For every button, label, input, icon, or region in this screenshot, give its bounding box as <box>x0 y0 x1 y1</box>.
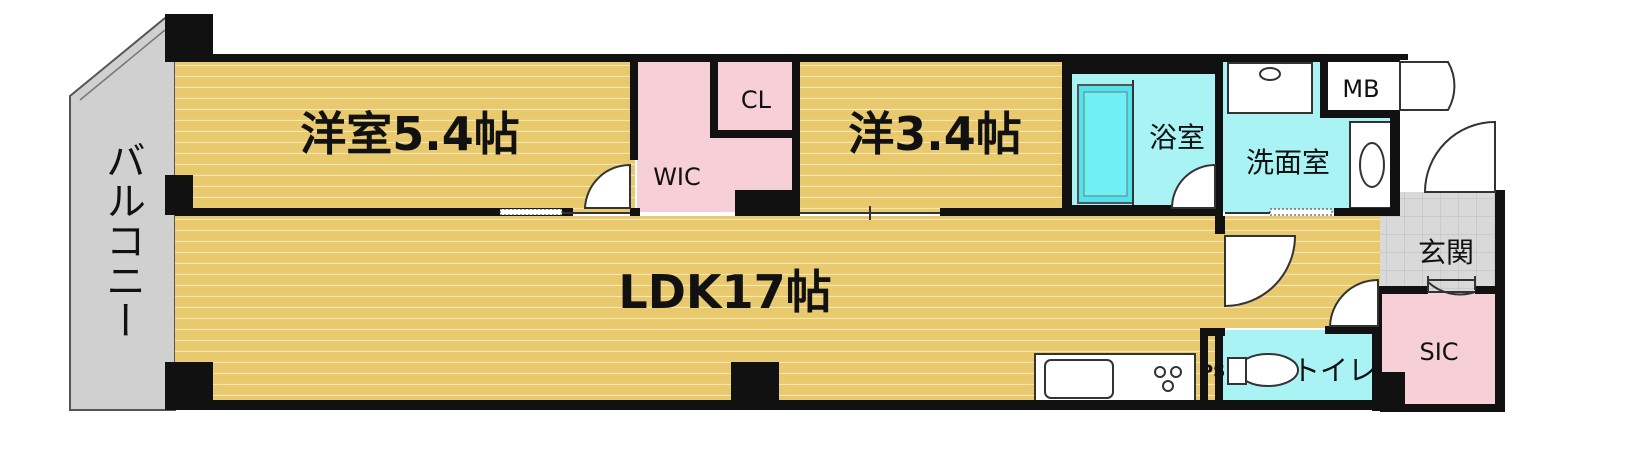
room-label-sic: SIC <box>1419 338 1458 366</box>
room-label-mb: MB <box>1342 75 1379 103</box>
walls <box>165 14 1505 412</box>
bedroom1-floor <box>175 60 635 212</box>
vanity <box>1349 121 1393 209</box>
room-label-bedroom1: 洋室5.4帖 <box>300 107 520 161</box>
mb-box <box>1325 60 1398 112</box>
swing-doors <box>583 61 1496 327</box>
washer-pan <box>1227 62 1313 114</box>
room-label-cl: CL <box>741 86 772 114</box>
bedroom2-floor <box>798 60 1068 212</box>
room-label-toilet: トイレ <box>1292 354 1376 387</box>
room-label-wic: WIC <box>653 163 701 191</box>
room-label-washroom: 洗面室 <box>1246 146 1330 179</box>
room-label-balcony: バルコニー <box>99 140 145 340</box>
room-label-ps: PS <box>1201 362 1226 382</box>
room-label-entrance: 玄関 <box>1418 236 1474 269</box>
room-label-bedroom2: 洋3.4帖 <box>848 107 1022 161</box>
room-label-bath: 浴室 <box>1149 121 1205 154</box>
room-label-ldk: LDK17帖 <box>618 265 831 319</box>
